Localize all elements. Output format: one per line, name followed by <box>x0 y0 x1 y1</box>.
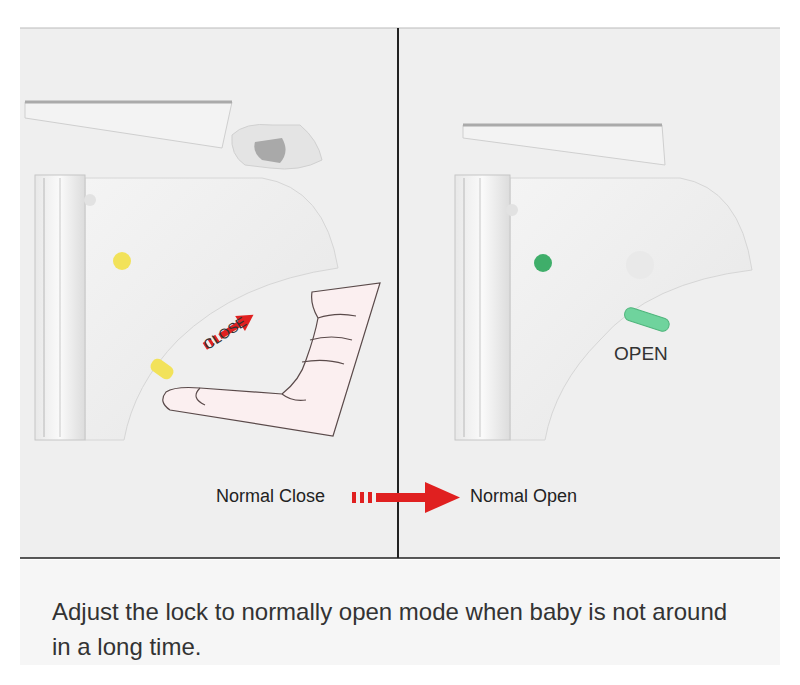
mode-arrow <box>352 482 460 513</box>
mode-slider <box>623 306 671 333</box>
finger <box>163 283 380 436</box>
base-plate <box>35 175 85 440</box>
caption: Adjust the lock to normally open mode wh… <box>52 594 752 664</box>
mode-slider <box>148 356 176 381</box>
panel-ground <box>20 28 780 558</box>
strike-plate <box>25 102 232 148</box>
panel-border <box>20 28 780 29</box>
panel-divider <box>397 28 399 558</box>
status-dot <box>534 254 552 272</box>
mode-label: OPEN <box>614 343 668 366</box>
base-plate <box>455 175 510 440</box>
caption-ground <box>20 560 780 665</box>
strike-plate <box>463 125 665 165</box>
lock-closed <box>25 102 380 440</box>
lock-body <box>510 178 752 440</box>
latch-tooth <box>254 138 285 163</box>
state-label: Normal Close <box>216 486 325 508</box>
panel-border <box>20 557 780 559</box>
lock-open <box>455 125 752 440</box>
state-label: Normal Open <box>470 486 577 508</box>
status-dot <box>113 252 131 270</box>
latch-hook <box>232 124 322 169</box>
